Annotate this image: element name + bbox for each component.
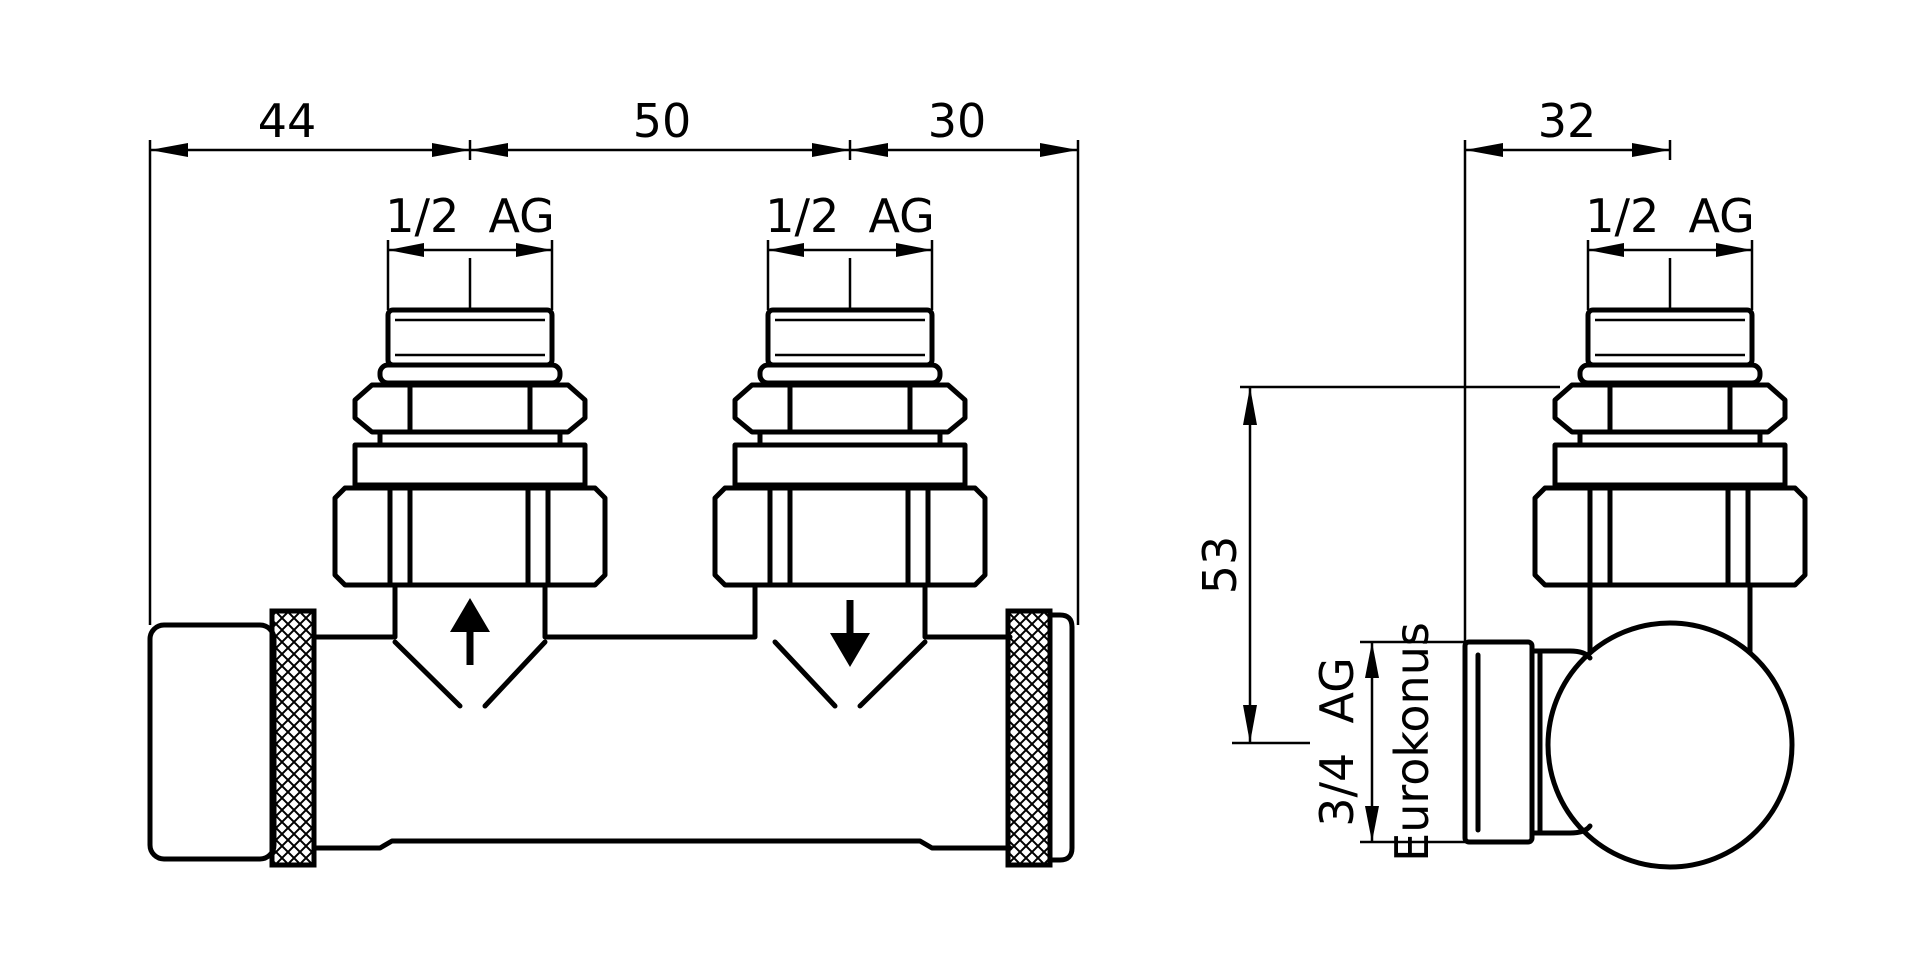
inlet-thread-dimension xyxy=(1360,640,1465,844)
internal-channels xyxy=(392,639,928,709)
dimension-label-30: 30 xyxy=(928,94,987,148)
dimension-label-53: 53 xyxy=(1193,536,1247,595)
height-dimension xyxy=(1232,385,1560,745)
side-view: 32 1/2 AG 53 3/4 AG Eu xyxy=(1193,94,1808,870)
thread-dimension-right xyxy=(766,240,934,310)
right-end-cap xyxy=(1047,612,1075,863)
outlet-fitting-right xyxy=(712,307,988,588)
front-view: 44 50 30 1/2 AG 1/2 AG xyxy=(147,94,1080,868)
thread-label-side: 1/2 AG xyxy=(1585,189,1755,243)
thread-dimension-left xyxy=(386,240,554,310)
inlet-eurokonus-label: Eurokonus xyxy=(1385,622,1439,862)
side-inlet-nut xyxy=(1462,639,1535,845)
manifold-body xyxy=(322,587,1013,851)
thread-dimension-side xyxy=(1586,240,1754,310)
side-outlet-fitting xyxy=(1532,307,1808,588)
dimension-label-50: 50 xyxy=(633,94,692,148)
inlet-thread-label: 3/4 AG xyxy=(1310,657,1364,827)
dimension-label-32: 32 xyxy=(1538,94,1597,148)
flow-arrow-up xyxy=(450,598,490,665)
left-end-cap xyxy=(147,622,277,862)
right-knurled-nut xyxy=(1005,608,1053,868)
dimension-label-44: 44 xyxy=(258,94,317,148)
side-round-body xyxy=(1545,620,1795,870)
outlet-fitting-left xyxy=(332,307,608,588)
thread-label-left: 1/2 AG xyxy=(385,189,555,243)
left-knurled-nut xyxy=(269,608,317,868)
flow-arrow-down xyxy=(830,600,870,667)
side-width-dimension xyxy=(1463,140,1672,642)
overall-dimension-lines xyxy=(148,140,1080,625)
thread-label-right: 1/2 AG xyxy=(765,189,935,243)
